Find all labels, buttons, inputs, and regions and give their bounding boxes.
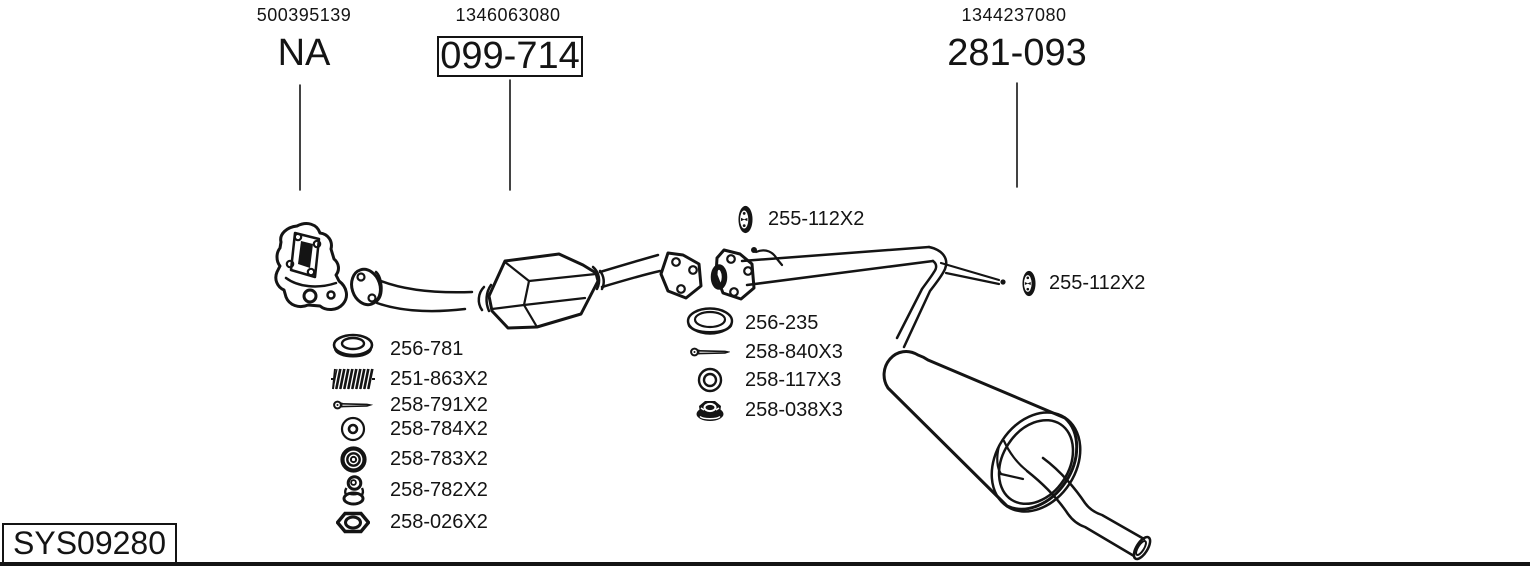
oe-number-2: 1346063080 bbox=[455, 5, 561, 25]
part-number-label: 256-781 bbox=[390, 337, 464, 360]
hex-nut-icon bbox=[336, 511, 370, 533]
part-code-box: 099-714 bbox=[437, 35, 583, 77]
parts-list-row: 256-235 bbox=[684, 306, 818, 340]
parts-list-row: 256-781 bbox=[325, 332, 463, 366]
parts-list-row: 258-038X3 bbox=[684, 393, 843, 427]
parts-list-row: 258-026X2 bbox=[325, 505, 488, 539]
front-hanger-rod bbox=[751, 247, 784, 267]
hanger-callout-label: 255-112X2 bbox=[768, 207, 865, 230]
hanger-callout-1: 255-112X2 bbox=[738, 203, 864, 235]
system-id-badge: SYS09280 bbox=[2, 523, 178, 564]
part-number-label: 258-791X2 bbox=[390, 393, 488, 416]
coil-spring-icon bbox=[331, 368, 375, 390]
front-pipe bbox=[375, 279, 474, 313]
parts-list-row: 258-117X3 bbox=[684, 363, 841, 397]
washer-icon bbox=[340, 416, 366, 442]
front-pipe-flange bbox=[350, 267, 383, 307]
rear-pipe-flange bbox=[710, 248, 756, 301]
rear-hanger-rod bbox=[939, 261, 1006, 286]
parts-list-row: 258-783X2 bbox=[325, 442, 488, 476]
rear-muffler bbox=[882, 350, 1082, 513]
parts-list-row: 258-840X3 bbox=[684, 335, 843, 369]
part-number-label: 258-840X3 bbox=[745, 340, 843, 363]
front-bracket bbox=[274, 222, 348, 311]
parts-list-row: 258-791X2 bbox=[325, 388, 488, 422]
part-number-label: 258-782X2 bbox=[390, 478, 488, 501]
rubber-mount-icon bbox=[342, 474, 364, 505]
flange-nut-icon bbox=[696, 401, 724, 421]
grommet-icon bbox=[339, 445, 367, 473]
bolt-icon bbox=[333, 400, 373, 410]
parts-list-row: 251-863X2 bbox=[325, 362, 488, 396]
part-number-label: 258-117X3 bbox=[745, 368, 842, 391]
part-number-label: 251-863X2 bbox=[390, 367, 488, 390]
gasket-ring-icon bbox=[686, 307, 734, 335]
catalytic-converter bbox=[477, 252, 605, 330]
rubber-hanger-icon bbox=[738, 205, 753, 233]
part-number-label: 258-026X2 bbox=[390, 510, 488, 533]
cat-outlet-pipe bbox=[598, 253, 662, 289]
part-number-label: 256-235 bbox=[745, 311, 819, 334]
rear-pipe bbox=[740, 245, 948, 349]
oe-number-1: 500395139 bbox=[256, 5, 352, 25]
bottom-rule bbox=[0, 562, 1530, 566]
oe-number-3: 1344237080 bbox=[961, 5, 1067, 25]
bolt-icon bbox=[690, 347, 730, 357]
gasket-ring-icon bbox=[332, 333, 374, 358]
parts-list-row: 258-784X2 bbox=[325, 412, 488, 446]
cat-outlet-flange bbox=[659, 251, 703, 300]
part-code-099-714: 099-714 bbox=[440, 35, 580, 77]
rubber-hanger-icon bbox=[1022, 270, 1036, 297]
part-number-label: 258-784X2 bbox=[390, 417, 488, 440]
parts-list-row: 258-782X2 bbox=[325, 473, 488, 507]
tail-pipe bbox=[1025, 456, 1152, 561]
part-number-label: 258-783X2 bbox=[390, 447, 488, 470]
part-number-label: 258-038X3 bbox=[745, 398, 843, 421]
washer-icon bbox=[697, 367, 723, 393]
hanger-callout-2: 255-112X2 bbox=[1022, 270, 1145, 297]
part-code-281-093: 281-093 bbox=[947, 32, 1087, 74]
part-code-na: NA bbox=[277, 32, 331, 74]
hanger-callout-label: 255-112X2 bbox=[1049, 272, 1146, 294]
